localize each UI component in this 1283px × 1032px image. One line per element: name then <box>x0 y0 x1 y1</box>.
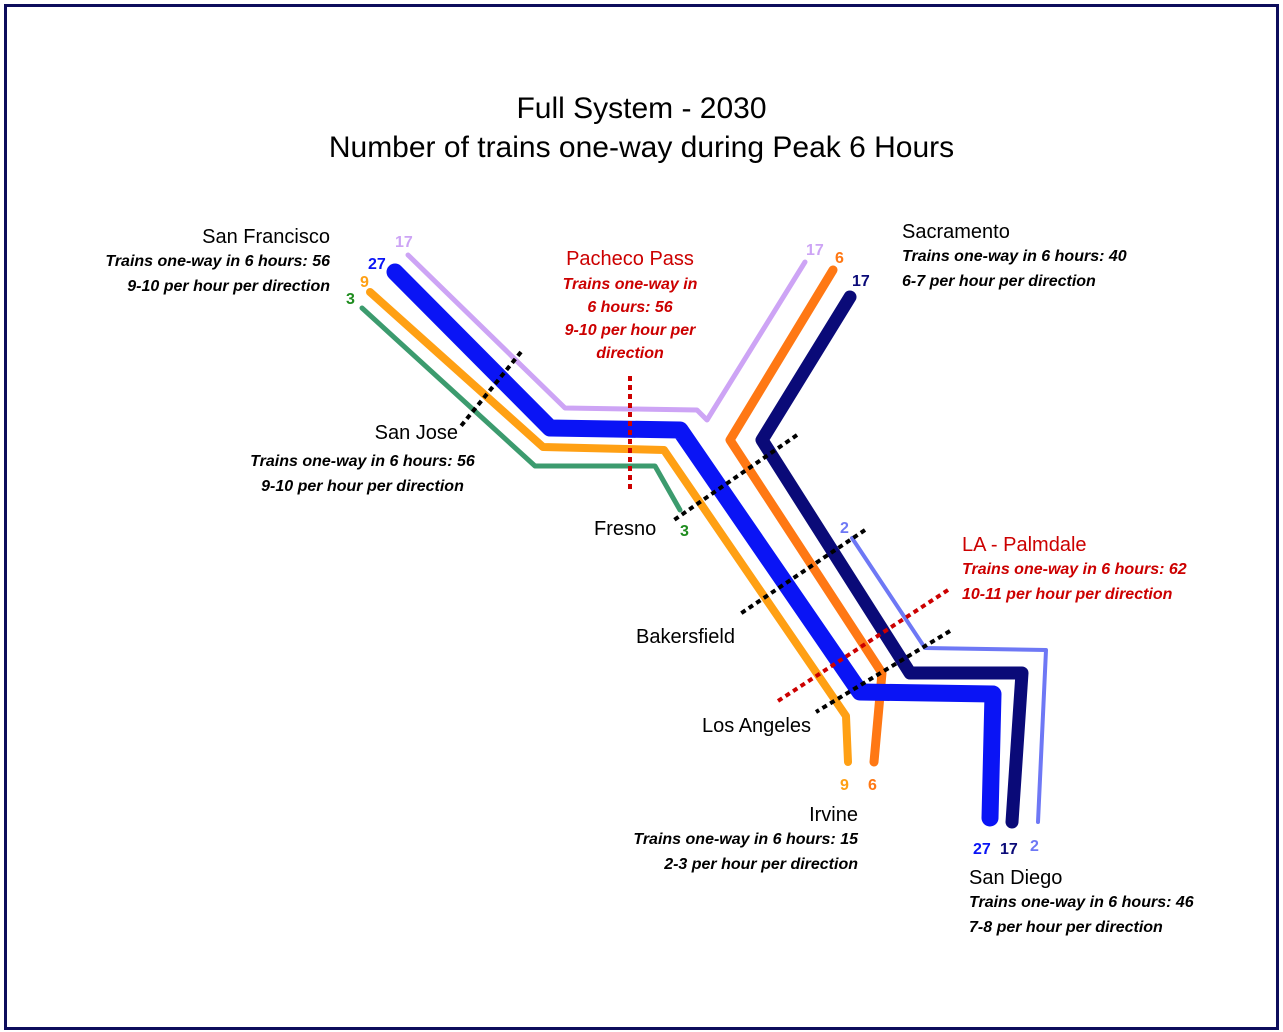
station-irvine: Irvine Trains one-way in 6 hours: 15 2-3… <box>580 804 858 877</box>
count-irvine-amber: 9 <box>840 777 849 794</box>
station-san-francisco: San Francisco Trains one-way in 6 hours:… <box>60 226 330 299</box>
station-bakersfield: Bakersfield <box>636 626 735 648</box>
station-trains: Trains one-way in 6 hours: 15 <box>633 831 858 848</box>
station-trains-line2: 6 hours: 56 <box>587 299 673 316</box>
station-san-jose-stats: Trains one-way in 6 hours: 56 9-10 per h… <box>225 449 500 499</box>
station-trains: Trains one-way in 6 hours: 56 <box>105 253 330 270</box>
route-green <box>359 305 683 513</box>
station-rate-line1: 9-10 per hour per <box>564 322 696 339</box>
count-irvine-orange: 6 <box>868 777 877 794</box>
route-orange <box>725 265 887 767</box>
station-la-palmdale: LA - Palmdale Trains one-way in 6 hours:… <box>962 534 1187 607</box>
boundary-bakersfield <box>738 528 867 616</box>
boundary-fresno <box>672 433 799 522</box>
count-sd-navy: 17 <box>1000 841 1018 858</box>
station-pacheco-pass: Pacheco Pass Trains one-way in 6 hours: … <box>530 248 730 365</box>
count-sf-green: 3 <box>346 291 355 308</box>
station-name: Pacheco Pass <box>566 248 694 270</box>
station-name: Sacramento <box>902 221 1010 243</box>
station-name: San Jose <box>374 422 458 444</box>
station-rate: 6-7 per hour per direction <box>902 273 1096 290</box>
count-sac-navy: 17 <box>852 273 870 290</box>
station-san-jose: San Jose <box>200 422 458 445</box>
boundary-la-palmdale <box>776 588 950 703</box>
count-sd-blue: 27 <box>973 841 991 858</box>
station-trains: Trains one-way in 6 hours: 56 <box>250 453 475 470</box>
route-lavender-sf <box>405 252 808 423</box>
station-trains: Trains one-way in 6 hours: 40 <box>902 248 1127 265</box>
diagram-title: Full System - 2030 <box>516 92 767 125</box>
count-sd-periwinkle: 2 <box>1030 838 1039 855</box>
route-blue <box>386 263 1002 827</box>
count-sf-amber: 9 <box>360 274 369 291</box>
count-sac-lavender: 17 <box>806 242 824 259</box>
count-sf-lavender: 17 <box>395 234 413 251</box>
station-fresno: Fresno <box>594 518 657 540</box>
route-navy <box>755 290 1029 829</box>
count-periwinkle-start: 2 <box>840 520 849 537</box>
count-sf-blue: 27 <box>368 256 386 273</box>
station-sacramento: Sacramento Trains one-way in 6 hours: 40… <box>902 221 1127 294</box>
count-sac-orange: 6 <box>835 250 844 267</box>
station-trains: Trains one-way in 6 hours: 46 <box>969 894 1194 911</box>
boundary-san-jose <box>459 350 523 428</box>
station-trains: Trains one-way in 6 hours: 62 <box>962 561 1187 578</box>
station-rate: 2-3 per hour per direction <box>664 856 858 873</box>
boundary-los-angeles <box>814 629 952 714</box>
station-rate: 10-11 per hour per direction <box>962 586 1173 603</box>
route-periwinkle <box>850 536 1048 824</box>
station-trains-line1: Trains one-way in <box>562 276 698 293</box>
station-rate: 9-10 per hour per direction <box>127 278 330 295</box>
station-name: LA - Palmdale <box>962 534 1087 556</box>
station-name: Irvine <box>809 804 858 826</box>
station-name: San Diego <box>969 867 1063 889</box>
diagram-frame <box>4 4 1279 1030</box>
station-san-diego: San Diego Trains one-way in 6 hours: 46 … <box>969 867 1194 940</box>
station-rate: 9-10 per hour per direction <box>261 478 464 495</box>
diagram-subtitle: Number of trains one-way during Peak 6 H… <box>328 131 955 164</box>
station-rate-line2: direction <box>596 345 664 362</box>
count-fresno-green: 3 <box>680 523 689 540</box>
station-name: San Francisco <box>202 226 330 248</box>
station-los-angeles: Los Angeles <box>702 715 811 737</box>
station-rate: 7-8 per hour per direction <box>969 919 1163 936</box>
